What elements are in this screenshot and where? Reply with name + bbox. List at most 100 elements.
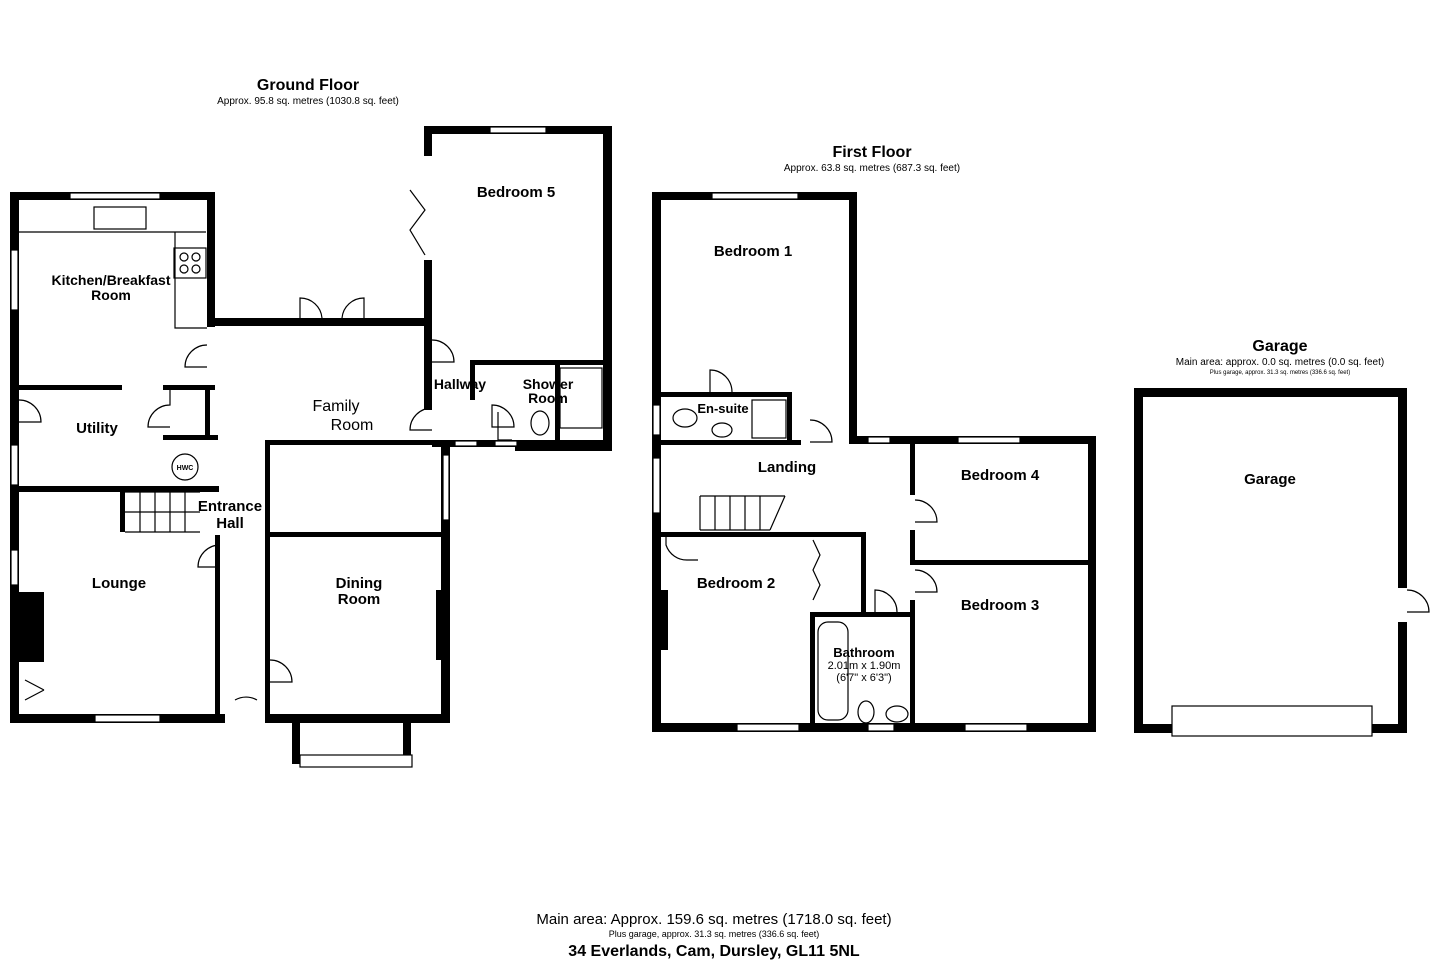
dining-top-wall bbox=[270, 532, 450, 537]
ff-bed2-chimney bbox=[658, 590, 668, 650]
shower-hall-wall bbox=[470, 360, 475, 400]
dining-door bbox=[269, 659, 293, 683]
ground-floor-area: Approx. 95.8 sq. metres (1030.8 sq. feet… bbox=[217, 96, 399, 107]
ff-ensuite-top bbox=[661, 392, 791, 397]
ff-bath-window bbox=[867, 723, 895, 732]
kitchen-sink bbox=[93, 206, 147, 230]
kitchen-label-line2: Room bbox=[91, 287, 131, 303]
shower-label-line2: Room bbox=[528, 390, 568, 406]
shower-window bbox=[494, 440, 518, 447]
bed5-door bbox=[431, 339, 455, 363]
ff-bath-wc bbox=[857, 700, 875, 724]
ground-floor-plan bbox=[10, 126, 612, 768]
kitchen-east-wall bbox=[207, 192, 215, 327]
garage-east-wall-lower bbox=[1398, 622, 1407, 733]
ff-bath-west bbox=[810, 612, 815, 727]
lounge-east-wall bbox=[215, 535, 220, 720]
ground-stairs bbox=[125, 491, 200, 533]
ff-landing-top bbox=[661, 440, 801, 445]
garage-plan bbox=[1134, 388, 1430, 737]
bay-west-wall bbox=[292, 714, 300, 764]
garage-door bbox=[1171, 705, 1373, 737]
footer-plus-garage: Plus garage, approx. 31.3 sq. metres (33… bbox=[609, 929, 820, 939]
dining-bottom-wall bbox=[265, 714, 450, 723]
dining-fireplace bbox=[436, 590, 446, 660]
ff-ensuite-shower bbox=[751, 399, 787, 439]
ff-bath-door bbox=[874, 589, 898, 613]
hallway-label: Hallway bbox=[434, 376, 486, 392]
kitchen-window bbox=[69, 192, 161, 200]
ff-bed4-west-2 bbox=[910, 530, 915, 565]
shower-cubicle-wall bbox=[555, 365, 560, 445]
ff-bed3-door bbox=[914, 569, 938, 593]
bay-window bbox=[299, 754, 413, 768]
ff-bed1-window bbox=[711, 192, 799, 200]
bed5-west-wall bbox=[424, 260, 432, 410]
french-door-right bbox=[341, 297, 365, 319]
bedroom1-label: Bedroom 1 bbox=[714, 243, 792, 260]
garage-plus-area: Plus garage, approx. 31.3 sq. metres (33… bbox=[1210, 370, 1350, 376]
hallway-window bbox=[454, 440, 478, 447]
kitchen-hob bbox=[173, 247, 207, 279]
first-floor-title: First Floor bbox=[832, 144, 911, 161]
bed5-west-wall-top bbox=[424, 126, 432, 156]
bathroom-dim-imperial: (6'7" x 6'3") bbox=[836, 672, 891, 684]
ground-floor-title: Ground Floor bbox=[257, 77, 359, 94]
ff-bed4-window bbox=[957, 436, 1021, 444]
shower-tray bbox=[559, 367, 603, 429]
ff-bath-top bbox=[810, 612, 915, 617]
first-floor-area: Approx. 63.8 sq. metres (687.3 sq. feet) bbox=[784, 163, 960, 174]
kitchen-worktop bbox=[19, 231, 207, 329]
ff-bath-tub bbox=[817, 621, 849, 721]
ff-bed1-door bbox=[809, 419, 833, 443]
utility-label: Utility bbox=[76, 420, 118, 437]
ff-bed2-top bbox=[661, 532, 866, 537]
garage-title: Garage bbox=[1252, 338, 1307, 355]
utility-door bbox=[147, 390, 171, 428]
garage-east-wall bbox=[1398, 388, 1407, 588]
lounge-label: Lounge bbox=[92, 575, 146, 592]
stair-wall bbox=[120, 492, 125, 532]
footer-address: 34 Everlands, Cam, Dursley, GL11 5NL bbox=[568, 943, 860, 960]
kitchen-label-line1: Kitchen/Breakfast bbox=[51, 272, 170, 288]
dining-label-line2: Room bbox=[338, 591, 381, 608]
bathroom-dim-metric: 2.01m x 1.90m bbox=[828, 660, 901, 672]
ff-ensuite-wc bbox=[672, 408, 698, 428]
ff-wardrobe bbox=[812, 539, 821, 601]
ff-landing-window-2 bbox=[867, 436, 891, 444]
bed5-east-wall bbox=[603, 126, 612, 451]
bedroom2-label: Bedroom 2 bbox=[697, 575, 775, 592]
kitchen-utility-wall bbox=[19, 385, 122, 390]
ff-bed1-east-wall bbox=[849, 192, 857, 442]
utility-east-wall bbox=[205, 385, 210, 440]
family-window bbox=[442, 454, 450, 521]
bathroom-label: Bathroom bbox=[833, 645, 894, 660]
ff-stairs bbox=[699, 495, 786, 531]
ff-bath-basin bbox=[885, 705, 909, 723]
garage-room-label: Garage bbox=[1244, 471, 1296, 488]
ff-ensuite-door bbox=[709, 369, 733, 393]
lounge-side-window bbox=[10, 549, 19, 586]
ff-landing-window bbox=[652, 457, 661, 514]
utility-back-door bbox=[18, 399, 42, 423]
ff-ensuite-window bbox=[652, 404, 661, 436]
entrance-label-line1: Entrance bbox=[198, 498, 262, 515]
bed5-bottom-wall bbox=[470, 360, 605, 365]
ff-bed3-west bbox=[910, 600, 915, 725]
lounge-window bbox=[94, 714, 161, 723]
family-east-wall bbox=[441, 440, 450, 722]
ff-bed2-east bbox=[861, 532, 866, 617]
ff-bed2-door bbox=[665, 537, 698, 561]
hallway-door bbox=[409, 407, 433, 431]
shower-door bbox=[491, 404, 515, 428]
front-door bbox=[234, 696, 258, 701]
kitchen-side-window bbox=[10, 249, 19, 311]
hwc-cylinder bbox=[171, 453, 199, 481]
kitchen-door bbox=[184, 344, 208, 368]
ff-bed4-west bbox=[910, 440, 915, 495]
hwc-label: HWC bbox=[177, 465, 194, 472]
hwc-wall bbox=[163, 435, 218, 440]
hall-east-wall bbox=[265, 440, 270, 720]
family-bottom-wall bbox=[265, 440, 450, 445]
ff-bed4-door bbox=[914, 499, 938, 523]
